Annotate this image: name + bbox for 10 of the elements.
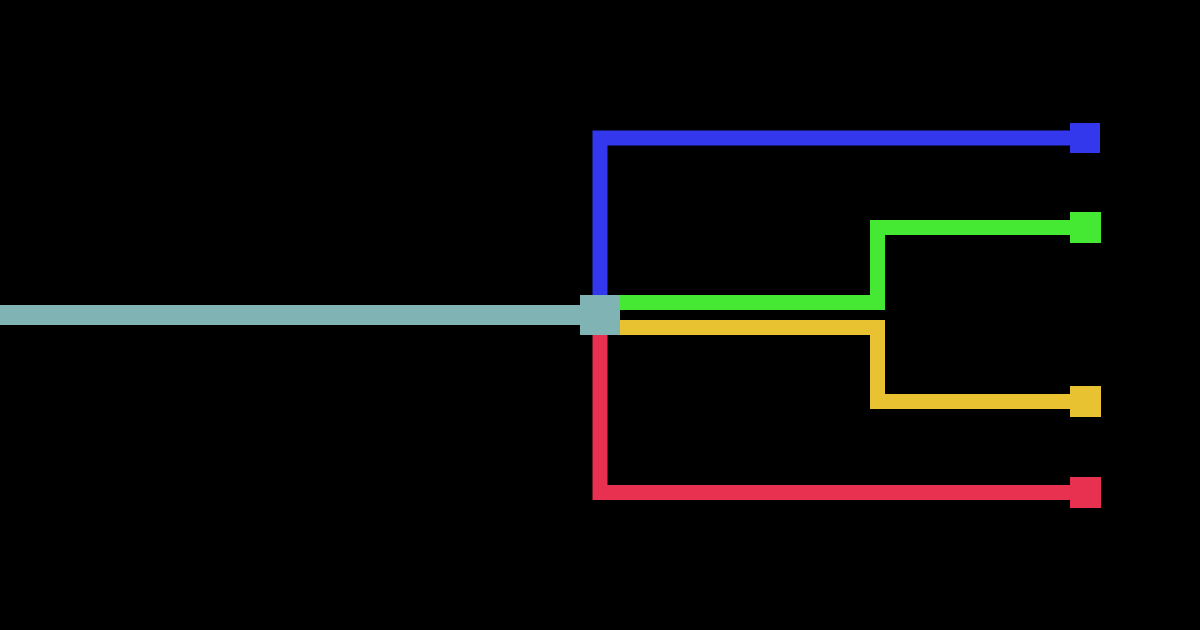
end-square [1070, 477, 1101, 508]
connector-line [620, 220, 1070, 310]
junction-square [580, 295, 620, 335]
end-square [1070, 123, 1100, 153]
connector-line [592, 130, 1070, 295]
end-square [1070, 212, 1101, 243]
connector-line [592, 335, 1070, 500]
connector-line [620, 320, 1070, 409]
end-square [1070, 386, 1101, 417]
connector-line [0, 305, 580, 325]
